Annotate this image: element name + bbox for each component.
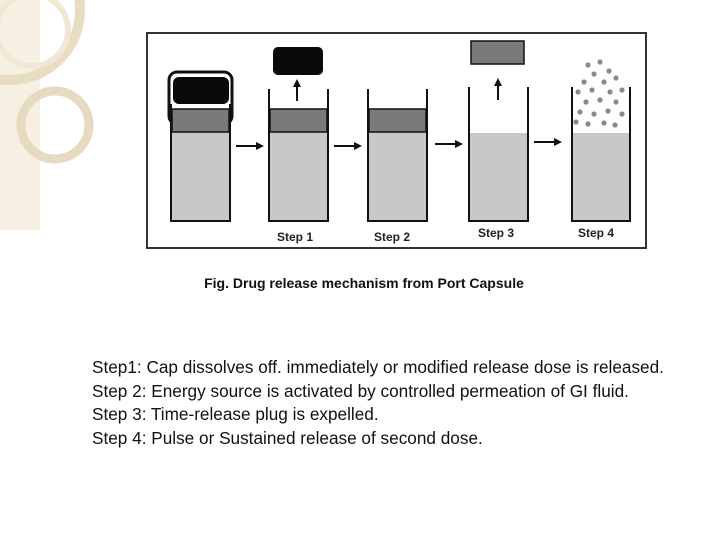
arrow-right-3-icon bbox=[435, 140, 463, 148]
diagram-canvas: Step 1 Step 2 Step 3 Step 4 bbox=[167, 40, 631, 244]
capsule-body-outline bbox=[170, 104, 231, 222]
capsule-liquid bbox=[573, 133, 629, 221]
capsule-body-outline bbox=[268, 89, 329, 222]
arrow-right-1-icon bbox=[236, 142, 264, 150]
capsule-liquid bbox=[369, 132, 426, 221]
step-description-4: Step 4: Pulse or Sustained release of se… bbox=[92, 427, 483, 448]
step-description-1: Step1: Cap dissolves off. immediately or… bbox=[92, 357, 664, 377]
capsule-liquid bbox=[470, 133, 527, 221]
capsule-liquid bbox=[270, 132, 327, 221]
step-descriptions: Step1: Cap dissolves off. immediately or… bbox=[92, 356, 692, 450]
step-label-3: Step 3 bbox=[478, 226, 514, 240]
decor-ring-lower bbox=[16, 86, 94, 164]
arrow-right-4-icon bbox=[534, 138, 562, 146]
capsule-liquid bbox=[172, 132, 229, 221]
decor-ring-large bbox=[0, 0, 85, 85]
capsule-step-1 bbox=[268, 47, 329, 222]
released-drug-particles bbox=[573, 59, 625, 128]
step-label-4: Step 4 bbox=[578, 226, 614, 240]
decorative-corner-rings bbox=[0, 0, 94, 230]
cap-drug-dose bbox=[173, 77, 229, 104]
capsule-step-4 bbox=[571, 59, 631, 222]
capsule-step-3 bbox=[468, 40, 529, 222]
step-label-1: Step 1 bbox=[277, 230, 313, 244]
expelled-plug bbox=[470, 40, 525, 65]
step-description-2: Step 2: Energy source is activated by co… bbox=[92, 380, 629, 401]
capsule-step-2 bbox=[367, 89, 428, 222]
released-cap-dose bbox=[273, 47, 323, 75]
capsule-initial bbox=[167, 70, 234, 222]
time-release-plug bbox=[269, 108, 328, 133]
arrow-right-2-icon bbox=[334, 142, 362, 150]
step-description-3: Step 3: Time-release plug is expelled. bbox=[92, 404, 379, 425]
capsule-body-outline bbox=[571, 87, 631, 222]
step-label-2: Step 2 bbox=[374, 230, 410, 244]
time-release-plug bbox=[171, 108, 230, 133]
port-capsule-diagram: Step 1 Step 2 Step 3 Step 4 bbox=[146, 32, 647, 249]
capsule-body-outline bbox=[367, 89, 428, 222]
decor-ring-small bbox=[0, 0, 71, 69]
figure-caption: Fig. Drug release mechanism from Port Ca… bbox=[204, 275, 524, 291]
time-release-plug bbox=[368, 108, 427, 133]
capsule-body-outline bbox=[468, 87, 529, 222]
